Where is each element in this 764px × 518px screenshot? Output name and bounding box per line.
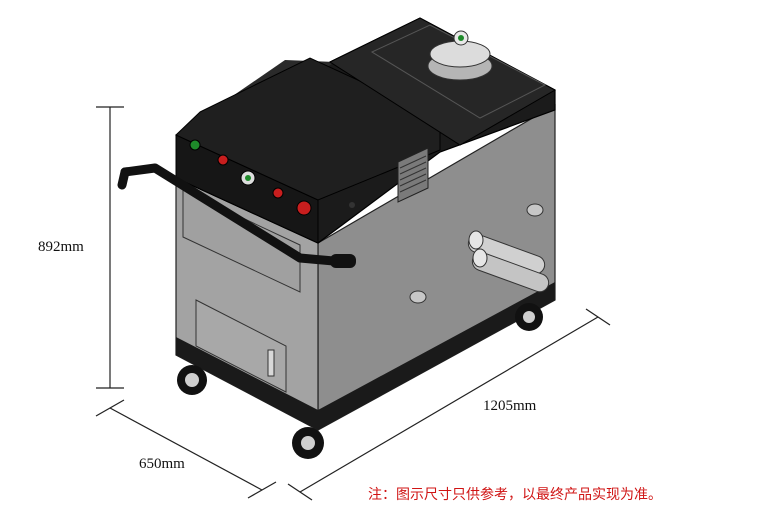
width-dimension-line [95,399,277,499]
vent-grille [397,147,429,203]
length-dimension-line [287,308,611,501]
red-indicator-light [217,154,229,166]
red-indicator-light-2 [272,187,284,199]
panel-screw [349,202,355,208]
upper-housing [175,57,441,201]
base-band-side [318,282,555,430]
caster-wheel-front-left [177,365,207,395]
front-door-panel [182,189,301,293]
width-dimension-label: 650mm [139,456,185,472]
lower-access-panel [195,299,287,393]
height-dimension-line [96,106,124,389]
emergency-stop-button [296,200,312,216]
caster-wheel-rear-right [515,303,543,331]
filter-cartridges [467,230,550,293]
hose-connector-upper [526,203,544,217]
base-band-front [176,337,318,430]
tank-top [328,17,557,146]
hose-connector-lower [409,290,427,304]
handle-grip [330,254,356,268]
green-indicator-light [189,139,201,151]
tank-lid [370,24,547,119]
push-handle [120,163,350,267]
disclaimer-note: 注：图示尺寸只供参考，以最终产品实现为准。 [368,487,662,503]
panel-latch [267,349,275,377]
caster-wheel-front-right [292,427,324,459]
height-dimension-label: 892mm [38,239,84,255]
length-dimension-label: 1205mm [483,398,537,414]
